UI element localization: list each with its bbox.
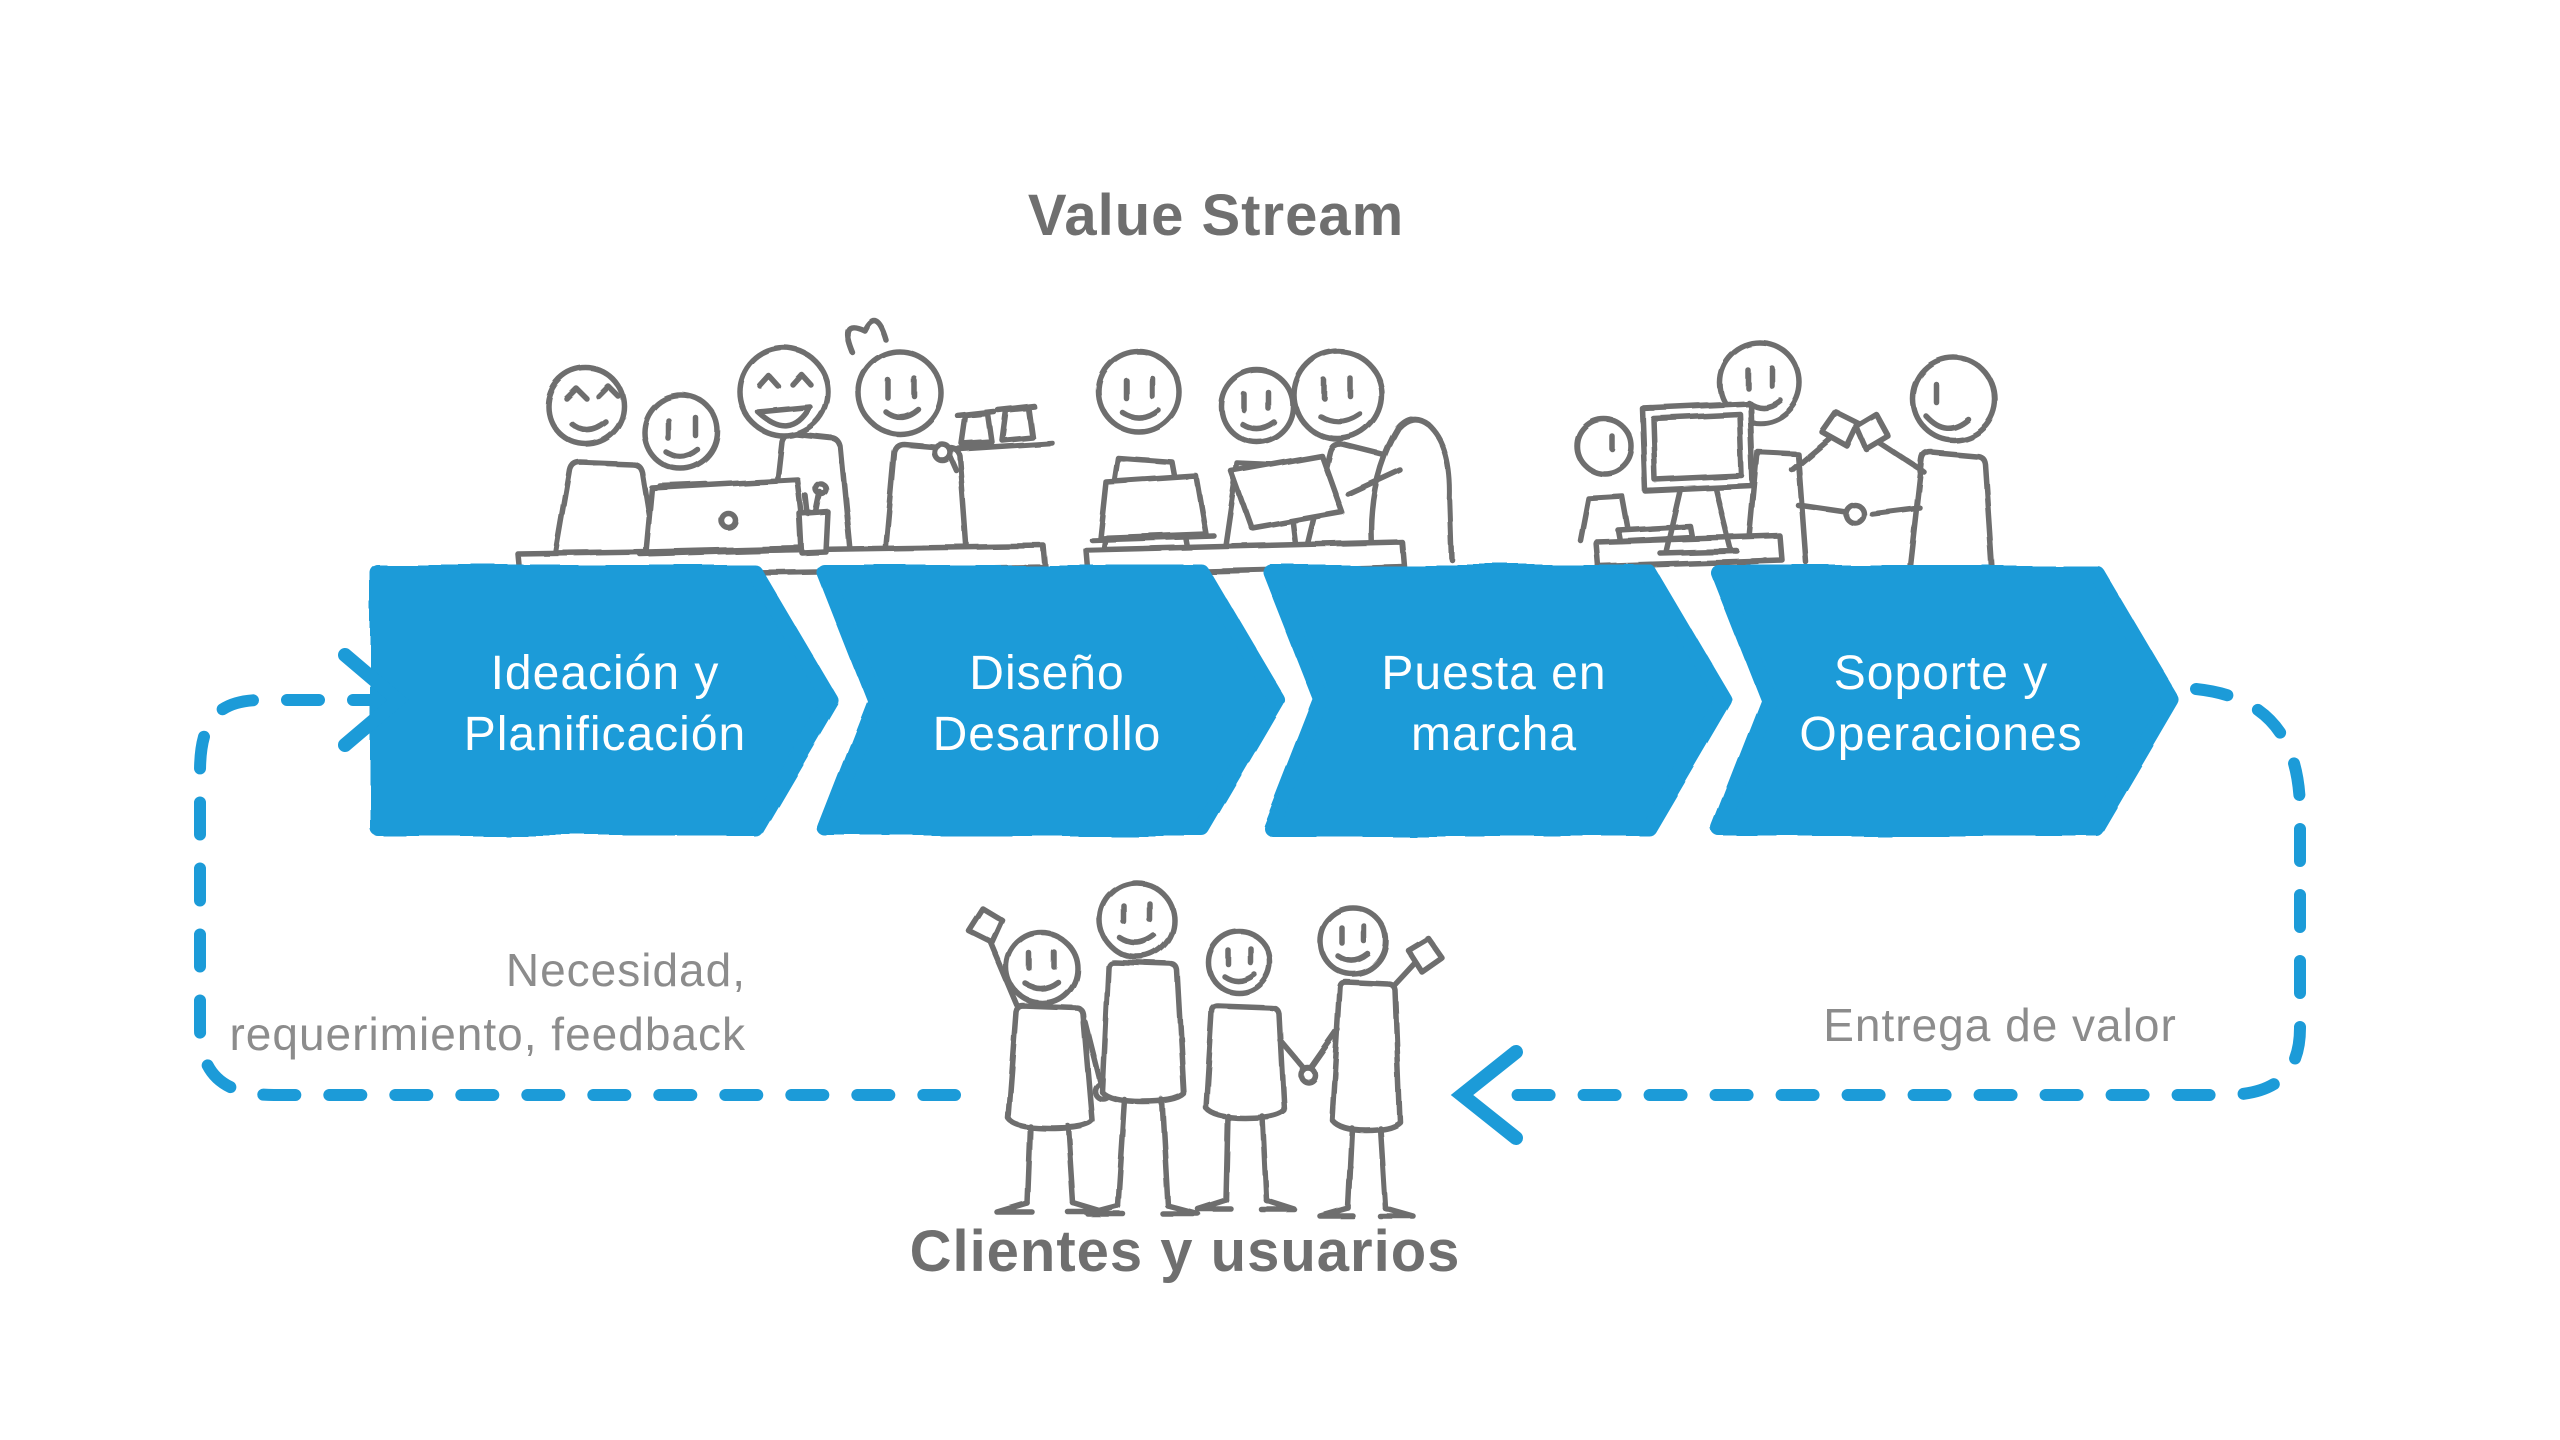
stage-label-ideacion: Ideación y Planificación: [385, 634, 825, 774]
stage-label-puesta: Puesta en marcha: [1274, 634, 1714, 774]
stage-label-line: Operaciones: [1799, 708, 2083, 761]
stage-label-soporte: Soporte y Operaciones: [1721, 634, 2161, 774]
stage-label-line: Desarrollo: [932, 708, 1162, 761]
feedback-label: Necesidad, requerimiento, feedback: [180, 938, 746, 1066]
laptop-doodle: [637, 477, 815, 557]
person-doodle: [1298, 905, 1445, 1219]
stage-chevron: [1264, 565, 1732, 836]
laptop-doodle: [1089, 473, 1217, 543]
customers-label: Clientes y usuarios: [909, 1219, 1461, 1284]
page-title: Value Stream: [1027, 183, 1405, 248]
person-doodle: [1853, 355, 1998, 571]
left-arrowhead-icon: [1450, 1045, 1523, 1145]
team-doodle: [515, 317, 1998, 599]
stage-label-line: Diseño: [969, 647, 1125, 700]
person-doodle: [1345, 416, 1455, 563]
feedback-label-line: requerimiento, feedback: [229, 1008, 746, 1060]
person-doodle: [965, 905, 1114, 1215]
stage-label-line: Planificación: [463, 708, 747, 761]
person-doodle: [1195, 928, 1310, 1212]
high-five-doodle: [1789, 409, 1867, 526]
stage-chevron: [1711, 565, 2179, 836]
delivery-label: Entrega de valor: [1823, 999, 2177, 1051]
customers-group-doodle: [965, 880, 1445, 1219]
stage-label-line: Soporte y: [1833, 647, 2049, 700]
stage-label-line: marcha: [1410, 708, 1578, 761]
person-doodle: [1085, 880, 1201, 1217]
keyboard-doodle: [1615, 523, 1695, 544]
feedback-loop: [194, 648, 2306, 1145]
coffee-tray-doodle: [931, 403, 1055, 463]
feedback-loop-right-path: [1506, 683, 2306, 1101]
feedback-loop-left-path: [194, 694, 961, 1101]
feedback-label-line: Necesidad,: [505, 944, 746, 996]
monitor-doodle: [1639, 400, 1756, 556]
stage-chevron: [817, 565, 1285, 836]
value-stream-chevrons: [370, 565, 2179, 836]
stage-label-line: Puesta en: [1381, 647, 1607, 700]
person-doodle: [1574, 416, 1634, 543]
stage-chevron: [370, 565, 838, 836]
stage-label-line: Ideación y: [490, 647, 720, 700]
paper-doodle: [1229, 453, 1345, 531]
pencil-cup-doodle: [797, 481, 831, 556]
person-doodle: [844, 317, 971, 567]
right-arrowhead-icon: [338, 648, 409, 752]
stage-label-diseno: Diseño Desarrollo: [827, 634, 1267, 774]
person-doodle: [545, 365, 658, 555]
